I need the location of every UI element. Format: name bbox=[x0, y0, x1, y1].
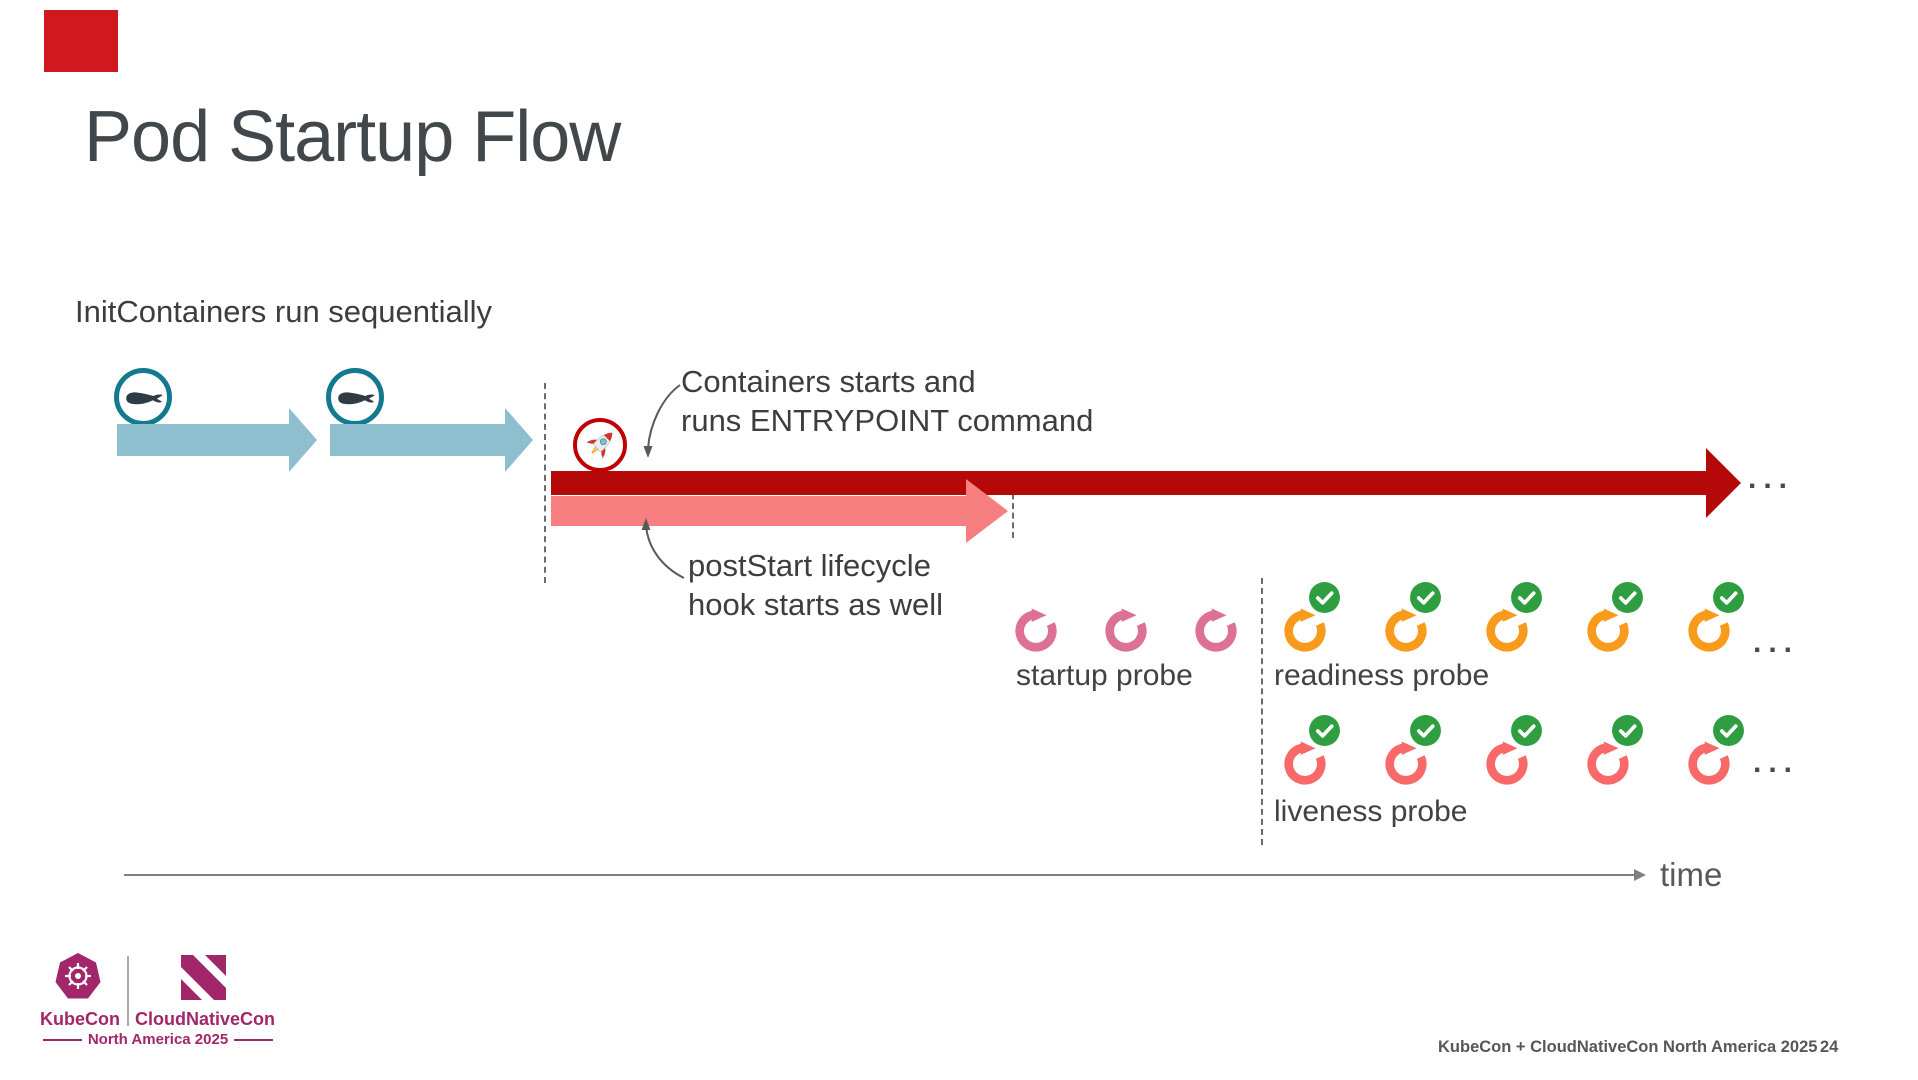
poststart-annotation: postStart lifecycle hook starts as well bbox=[688, 546, 943, 624]
page-number: 24 bbox=[1820, 1038, 1839, 1056]
poststart-arrow-icon bbox=[551, 479, 1008, 543]
init-container-circle bbox=[114, 368, 172, 426]
time-axis-arrowhead-icon bbox=[1634, 869, 1646, 881]
kubecon-wordmark: KubeCon bbox=[40, 1009, 120, 1029]
poststart-end-dashed-line bbox=[1012, 474, 1014, 538]
liveness-continues-ellipsis: ... bbox=[1753, 746, 1800, 779]
container-start-badge bbox=[573, 418, 627, 472]
check-badge-icon bbox=[1612, 715, 1643, 746]
logo-divider bbox=[127, 956, 129, 1026]
check-badge-icon bbox=[1309, 715, 1340, 746]
liveness-probe-row bbox=[1282, 715, 1744, 787]
event-name-row: North America 2025 bbox=[43, 1031, 273, 1048]
cloudnativecon-logo-icon bbox=[181, 955, 226, 1000]
page-title: Pod Startup Flow bbox=[84, 97, 621, 177]
event-dash-right bbox=[234, 1038, 273, 1041]
poststart-annotation-line2: hook starts as well bbox=[688, 587, 943, 622]
time-axis-label: time bbox=[1660, 856, 1723, 893]
check-badge-icon bbox=[1511, 582, 1542, 613]
refresh-icon bbox=[1686, 582, 1744, 654]
liveness-probe-label: liveness probe bbox=[1274, 795, 1468, 828]
slide-accent-rect bbox=[44, 10, 118, 72]
refresh-icon bbox=[1383, 715, 1441, 787]
readiness-probe-label: readiness probe bbox=[1274, 659, 1490, 692]
whale-icon bbox=[338, 391, 375, 404]
startup-probe-row bbox=[1013, 608, 1239, 654]
refresh-icon bbox=[1193, 608, 1239, 654]
init-container-circle bbox=[326, 368, 384, 426]
check-badge-icon bbox=[1410, 582, 1441, 613]
containers-start-annotation-line2: runs ENTRYPOINT command bbox=[681, 403, 1094, 438]
check-badge-icon bbox=[1713, 715, 1744, 746]
time-axis-line bbox=[124, 874, 1634, 876]
refresh-icon bbox=[1484, 715, 1542, 787]
refresh-icon bbox=[1282, 715, 1340, 787]
refresh-icon bbox=[1013, 608, 1059, 654]
init-arrow-icon bbox=[117, 408, 317, 472]
footer-conference-name: KubeCon + CloudNativeCon North America 2… bbox=[1438, 1038, 1818, 1056]
event-dash-left bbox=[43, 1038, 82, 1041]
refresh-icon bbox=[1686, 715, 1744, 787]
readiness-continues-ellipsis: ... bbox=[1753, 626, 1800, 659]
check-badge-icon bbox=[1410, 715, 1441, 746]
startup-probe-label: startup probe bbox=[1016, 659, 1193, 692]
cloudnativecon-wordmark: CloudNativeCon bbox=[134, 1009, 275, 1029]
refresh-icon bbox=[1103, 608, 1149, 654]
arrow-continues-ellipsis: ... bbox=[1748, 462, 1795, 495]
refresh-icon bbox=[1585, 582, 1643, 654]
init-containers-label: InitContainers run sequentially bbox=[75, 294, 493, 329]
rocket-icon bbox=[586, 432, 613, 459]
refresh-icon bbox=[1282, 582, 1340, 654]
check-badge-icon bbox=[1713, 582, 1744, 613]
containers-start-annotation: Containers starts and runs ENTRYPOINT co… bbox=[681, 362, 1093, 440]
probe-divider-dashed-line bbox=[1261, 578, 1263, 845]
refresh-icon bbox=[1585, 715, 1643, 787]
containers-start-annotation-line1: Containers starts and bbox=[681, 364, 976, 399]
kubecon-logo-icon bbox=[55, 953, 101, 999]
refresh-icon bbox=[1484, 582, 1542, 654]
check-badge-icon bbox=[1511, 715, 1542, 746]
whale-icon bbox=[126, 391, 163, 404]
refresh-icon bbox=[1383, 582, 1441, 654]
container-run-arrow-icon bbox=[551, 448, 1741, 518]
check-badge-icon bbox=[1309, 582, 1340, 613]
poststart-annotation-line1: postStart lifecycle bbox=[688, 548, 931, 583]
init-arrow-icon bbox=[330, 408, 533, 472]
event-name: North America 2025 bbox=[87, 1031, 229, 1048]
annotation-curves bbox=[641, 384, 685, 579]
phase-divider-dashed-line bbox=[544, 383, 546, 583]
check-badge-icon bbox=[1612, 582, 1643, 613]
readiness-probe-row bbox=[1282, 582, 1744, 654]
